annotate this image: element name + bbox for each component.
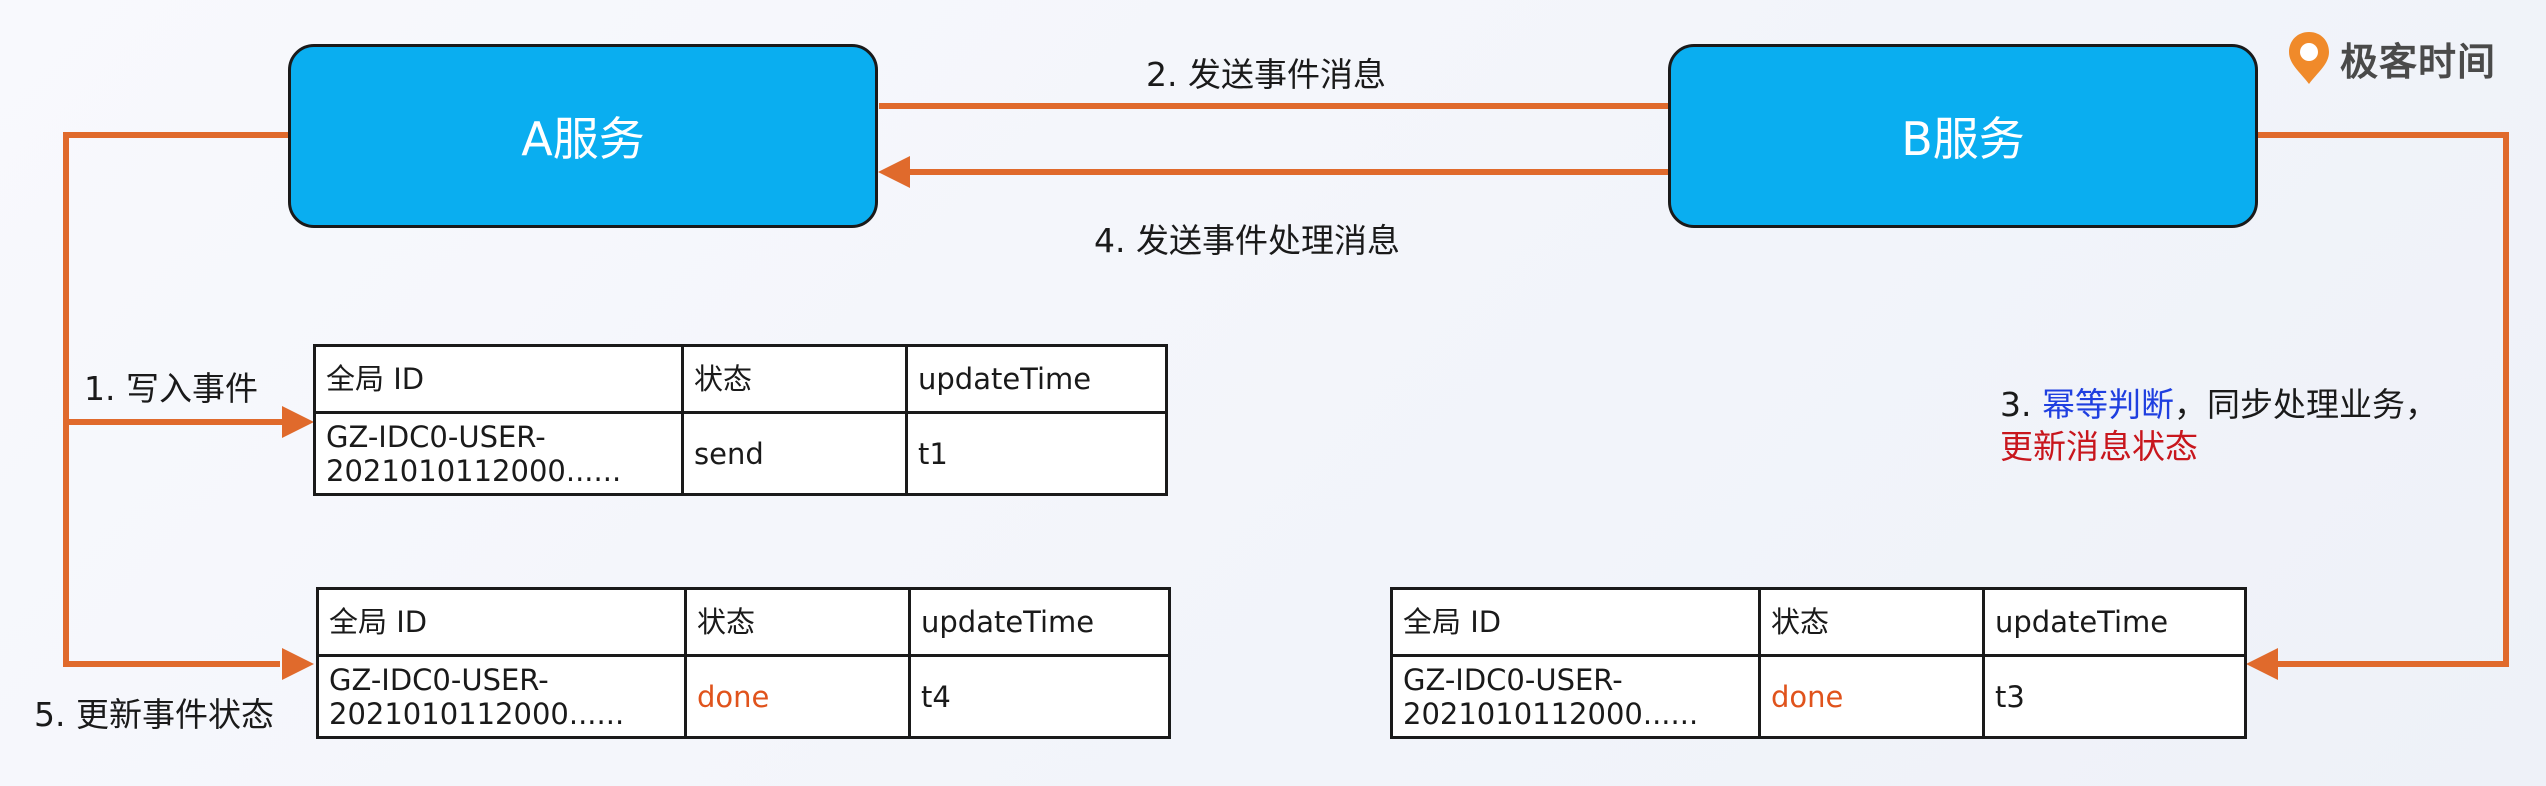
- step3-rest: ，同步处理业务，: [2173, 385, 2438, 424]
- cell-update-time: t4: [908, 654, 1171, 739]
- cell-status: done: [684, 654, 911, 739]
- arrowhead-update-event: [282, 648, 314, 680]
- geektime-logo-icon: [2289, 32, 2329, 84]
- table-row: GZ-IDC0-USER- 2021010112000...... send t…: [313, 411, 1168, 496]
- service-b-label: B服务: [1901, 112, 2025, 166]
- event-table-1: 全局 ID 状态 updateTime GZ-IDC0-USER- 202101…: [313, 344, 1168, 496]
- id-line1: GZ-IDC0-USER-: [326, 419, 546, 454]
- cell-status: send: [681, 411, 908, 496]
- id-line2: 2021010112000......: [329, 696, 625, 731]
- cell-global-id: GZ-IDC0-USER- 2021010112000......: [316, 654, 687, 739]
- header-status: 状态: [684, 587, 911, 657]
- table-header-row: 全局 ID 状态 updateTime: [313, 344, 1168, 414]
- step1-label: 1. 写入事件: [84, 369, 258, 408]
- service-a-label: A服务: [521, 112, 645, 166]
- arrowhead-b-to-a: [878, 156, 910, 188]
- step3-label: 3. 幂等判断，同步处理业务，: [2000, 378, 2438, 426]
- arrowhead-update-b: [2246, 648, 2278, 680]
- step3-highlight: 幂等判断: [2041, 385, 2174, 424]
- header-update-time: updateTime: [908, 587, 1171, 657]
- id-line2: 2021010112000......: [326, 453, 622, 488]
- service-b-box: B服务: [1668, 44, 2258, 228]
- header-update-time: updateTime: [1982, 587, 2247, 657]
- geektime-logo: 极客时间: [2286, 30, 2496, 86]
- event-table-2: 全局 ID 状态 updateTime GZ-IDC0-USER- 202101…: [316, 587, 1171, 739]
- id-line2: 2021010112000......: [1403, 696, 1699, 731]
- table-row: GZ-IDC0-USER- 2021010112000...... done t…: [1390, 654, 2247, 739]
- event-table-3: 全局 ID 状态 updateTime GZ-IDC0-USER- 202101…: [1390, 587, 2247, 739]
- table-header-row: 全局 ID 状态 updateTime: [316, 587, 1171, 657]
- arrow-left-loop: [63, 132, 290, 667]
- logo-text: 极客时间: [2340, 39, 2497, 84]
- step5-label: 5. 更新事件状态: [34, 695, 274, 734]
- header-status: 状态: [681, 344, 908, 414]
- table-header-row: 全局 ID 状态 updateTime: [1390, 587, 2247, 657]
- service-a-box: A服务: [288, 44, 878, 228]
- header-global-id: 全局 ID: [313, 344, 684, 414]
- step3-line2: 更新消息状态: [2000, 427, 2198, 466]
- table-row: GZ-IDC0-USER- 2021010112000...... done t…: [316, 654, 1171, 739]
- cell-update-time: t1: [905, 411, 1168, 496]
- arrow-right-loop: [2256, 132, 2509, 667]
- step4-label: 4. 发送事件处理消息: [1094, 221, 1400, 260]
- id-line1: GZ-IDC0-USER-: [329, 662, 549, 697]
- cell-update-time: t3: [1982, 654, 2247, 739]
- header-update-time: updateTime: [905, 344, 1168, 414]
- cell-global-id: GZ-IDC0-USER- 2021010112000......: [313, 411, 684, 496]
- header-global-id: 全局 ID: [316, 587, 687, 657]
- cell-status: done: [1758, 654, 1985, 739]
- cell-global-id: GZ-IDC0-USER- 2021010112000......: [1390, 654, 1761, 739]
- step2-label: 2. 发送事件消息: [1146, 55, 1386, 94]
- header-status: 状态: [1758, 587, 1985, 657]
- arrowhead-write-event: [282, 406, 314, 438]
- header-global-id: 全局 ID: [1390, 587, 1761, 657]
- step3-prefix: 3.: [2000, 385, 2042, 424]
- id-line1: GZ-IDC0-USER-: [1403, 662, 1623, 697]
